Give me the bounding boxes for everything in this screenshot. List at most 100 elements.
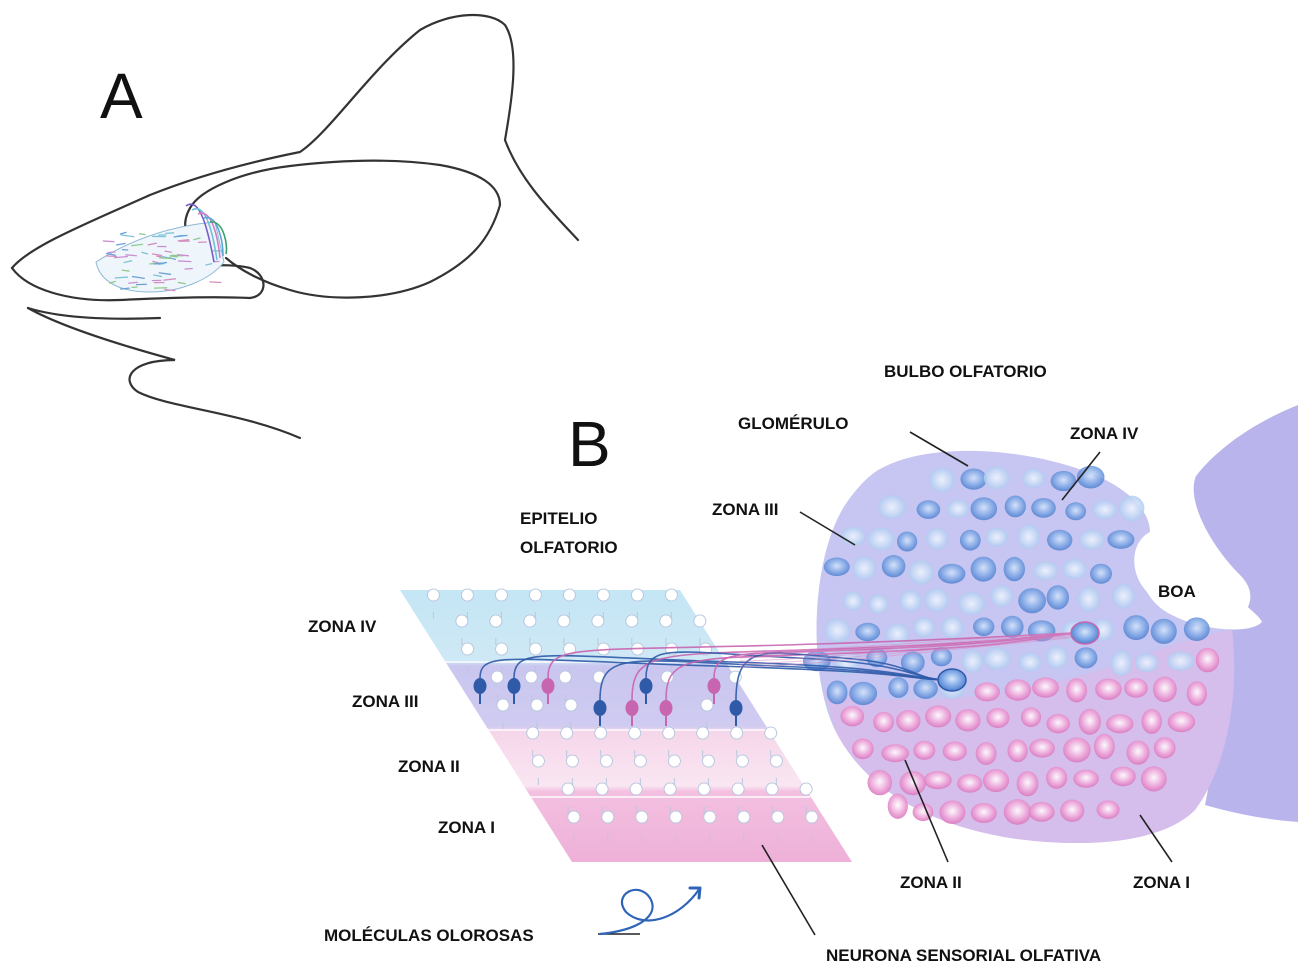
glomerulus	[976, 742, 997, 765]
glomerulus	[925, 705, 951, 727]
glomerulus	[1184, 617, 1210, 641]
sketch-fiber	[106, 256, 117, 257]
glomerulus	[1142, 709, 1162, 734]
glomerulus	[1066, 678, 1087, 702]
glomerulus	[1029, 739, 1055, 758]
labeled-neuron	[508, 678, 521, 694]
glomerulus	[1019, 653, 1041, 672]
sketch-fiber	[165, 233, 174, 234]
glomerulus	[888, 677, 908, 698]
label-zona-iii-bulb: ZONA III	[712, 500, 778, 519]
glomerulus	[1047, 585, 1069, 609]
glomerulus	[1107, 530, 1134, 549]
glomerulus	[941, 616, 963, 638]
sketch-fiber	[185, 269, 193, 270]
glomerulus	[1065, 502, 1086, 520]
glomerulus	[913, 679, 938, 699]
label-zona-i-epi: ZONA I	[438, 818, 495, 837]
glomerulus	[1046, 646, 1068, 669]
glomerulus	[960, 469, 986, 490]
glomerulus	[878, 495, 905, 519]
glomerulus	[973, 618, 994, 637]
glomerulus	[1063, 737, 1091, 762]
glomerulus	[929, 467, 954, 492]
glomerulus	[1135, 653, 1158, 672]
glomerulus	[971, 557, 997, 582]
glomerulus	[1095, 679, 1122, 700]
glomerulus	[1151, 619, 1177, 644]
glomerulus	[868, 770, 893, 795]
glomerulus	[913, 617, 935, 637]
glomerulus	[1153, 677, 1177, 703]
glomerulus	[1005, 679, 1031, 700]
glomerulus	[896, 710, 920, 732]
glomerulus	[1124, 678, 1148, 697]
glomerulus	[985, 528, 1008, 547]
glomerulus	[986, 708, 1009, 728]
glomerulus	[1008, 739, 1028, 762]
glomerulus	[971, 497, 998, 520]
glomerulus	[1154, 737, 1176, 758]
label-epitelio: EPITELIO	[520, 509, 597, 528]
panel-label-b: B	[568, 408, 611, 480]
glomerulus	[1090, 564, 1112, 584]
target-glomerulus-pink	[1071, 622, 1099, 644]
glomerulus	[1094, 734, 1115, 759]
labeled-neuron	[660, 700, 673, 716]
glomerulus	[983, 647, 1010, 669]
glomerulus	[1021, 707, 1041, 727]
labeled-neuron	[594, 700, 607, 716]
glomerulus	[943, 742, 967, 761]
glomerulus	[855, 623, 880, 641]
glomerulus	[908, 560, 934, 584]
glomerulus	[1097, 800, 1120, 819]
label-neurona-sensorial: NEURONA SENSORIAL OLFATIVA	[826, 946, 1101, 964]
glomerulus	[1196, 648, 1219, 672]
glomerulus	[1033, 561, 1058, 580]
glomerulus	[957, 774, 982, 793]
glomerulus	[1079, 530, 1105, 550]
sketch-fiber	[159, 258, 172, 259]
labeled-neuron	[474, 678, 487, 694]
glomerulus	[962, 650, 984, 673]
glomerulus	[1018, 588, 1046, 613]
glomerulus	[1046, 767, 1067, 789]
glomerulus	[1078, 586, 1100, 611]
glomerulus	[1112, 584, 1135, 609]
glomerulus	[852, 739, 874, 760]
labeled-neuron	[708, 678, 721, 694]
glomerulus	[1004, 557, 1025, 581]
sketch-fiber	[209, 282, 221, 283]
glomerulus	[1119, 496, 1144, 522]
sketch-fiber	[178, 261, 191, 262]
glomerulus	[824, 619, 850, 643]
label-bulbo-olfatorio: BULBO OLFATORIO	[884, 362, 1047, 381]
glomerulus	[955, 709, 980, 731]
glomerulus	[1017, 525, 1039, 550]
glomerulus	[1111, 650, 1132, 676]
label-zona-ii-bulb: ZONA II	[900, 873, 962, 892]
label-moleculas-olorosas: MOLÉCULAS OLOROSAS	[324, 926, 534, 945]
glomerulus	[867, 528, 895, 551]
label-zona-iv-bulb: ZONA IV	[1070, 424, 1139, 443]
labeled-neuron	[730, 700, 743, 716]
glomerulus	[1031, 498, 1056, 518]
glomerulus	[926, 528, 948, 550]
glomerulus	[868, 594, 888, 614]
glomerulus	[882, 555, 906, 577]
glomerulus	[1063, 559, 1087, 579]
label-glomerulo: GLOMÉRULO	[738, 414, 849, 433]
glomerulus	[938, 564, 965, 584]
brain-outline	[190, 161, 500, 298]
glomerulus	[1022, 469, 1045, 488]
sketch-fiber	[121, 235, 135, 237]
glomerulus	[1123, 615, 1149, 640]
glomerulus	[1060, 800, 1084, 822]
glomerulus	[1092, 500, 1117, 519]
label-zona-iv-epi: ZONA IV	[308, 617, 377, 636]
sketch-fiber	[108, 252, 116, 253]
glomerulus	[983, 769, 1009, 792]
label-zona-i-bulb: ZONA I	[1133, 873, 1190, 892]
glomerulus	[1127, 741, 1150, 765]
glomerulus	[852, 556, 876, 580]
